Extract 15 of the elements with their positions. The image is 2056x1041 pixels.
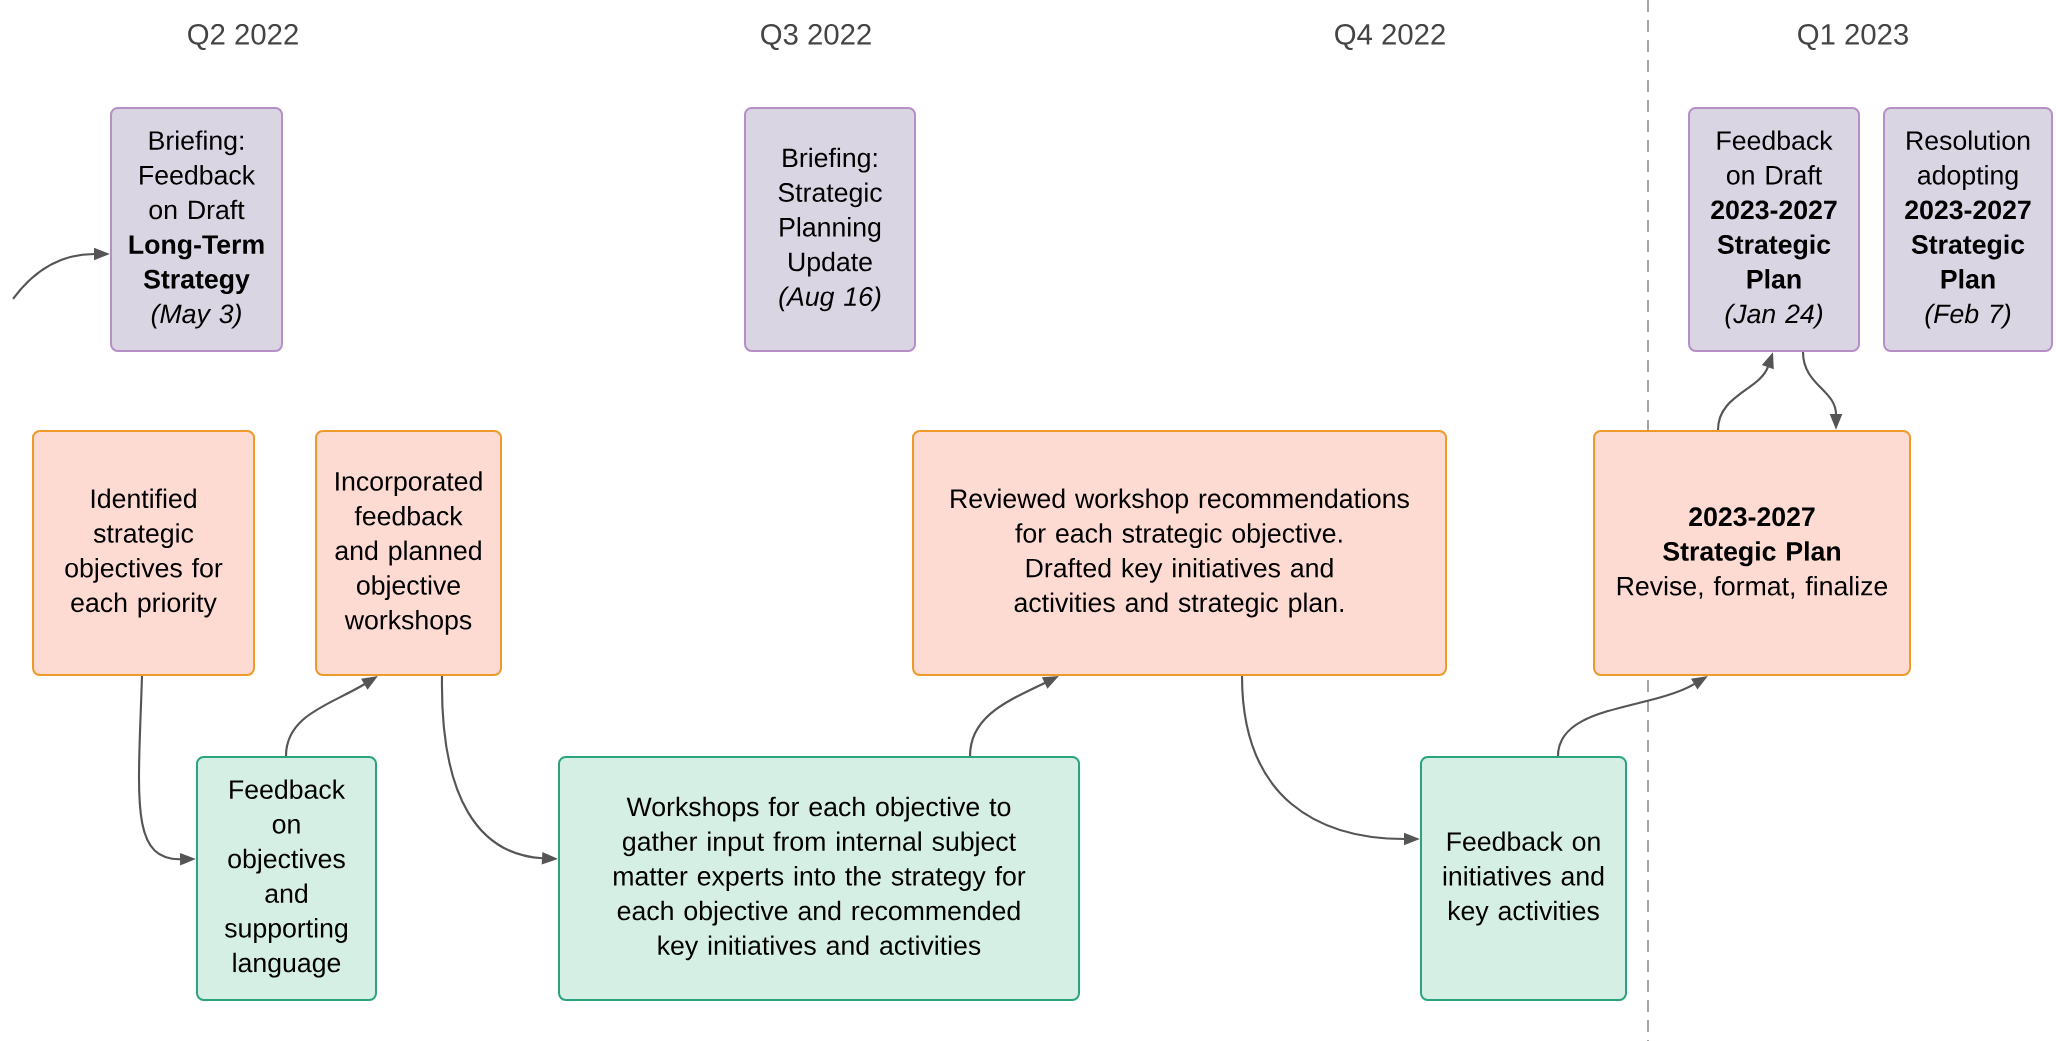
feedback-box: Workshops for each objective to gather input from internal subject matter experts into the strategy for each objective and recommended key initiatives and activities: [558, 756, 1080, 1001]
phase-box: Incorporated feedback and planned objective workshops: [315, 430, 502, 676]
quarter-label: Q3 2022: [761, 23, 871, 50]
quarter-label: Q4 2022: [1335, 23, 1445, 50]
feedback-box: Feedback on initiatives and key activities: [1420, 756, 1627, 1001]
phase-box: 2023-2027 Strategic Plan Revise, format, finalize: [1593, 430, 1911, 676]
quarter-label: Q2 2022: [188, 23, 298, 50]
quarter-label: Q1 2023: [1798, 23, 1908, 50]
briefing-box: Briefing: Feedback on Draft Long-Term Strategy (May 3): [110, 107, 283, 352]
briefing-box: Resolution adopting 2023-2027 Strategic Plan (Feb 7): [1883, 107, 2053, 352]
phase-box: Reviewed workshop recommendations for each strategic objective. Drafted key initiatives and activities and strategic plan.: [912, 430, 1447, 676]
feedback-box: Feedback on objectives and supporting language: [196, 756, 377, 1001]
briefing-box: Briefing: Strategic Planning Update (Aug 16): [744, 107, 916, 352]
briefing-box: Feedback on Draft 2023-2027 Strategic Plan (Jan 24): [1688, 107, 1860, 352]
phase-box: Identified strategic objectives for each priority: [32, 430, 255, 676]
